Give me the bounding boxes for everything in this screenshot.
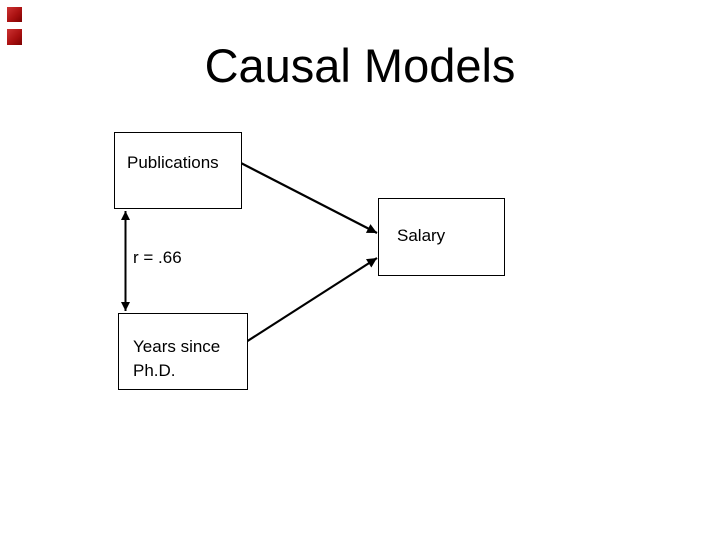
slide-decoration-square-top <box>7 7 22 22</box>
node-salary: Salary <box>378 198 505 276</box>
correlation-label: r = .66 <box>133 248 182 267</box>
node-years-label-line2: Ph.D. <box>133 361 176 380</box>
slide-decoration-square-bottom <box>7 29 22 45</box>
edge-publications-to-salary <box>238 161 378 234</box>
edge-years-to-salary <box>245 257 378 343</box>
slide-title: Causal Models <box>204 39 516 92</box>
node-publications: Publications <box>114 132 242 209</box>
node-salary-label: Salary <box>397 226 446 245</box>
node-publications-label: Publications <box>127 153 219 172</box>
node-years-since-phd: Years since Ph.D. <box>118 313 248 390</box>
node-years-label-line1: Years since <box>133 337 221 356</box>
